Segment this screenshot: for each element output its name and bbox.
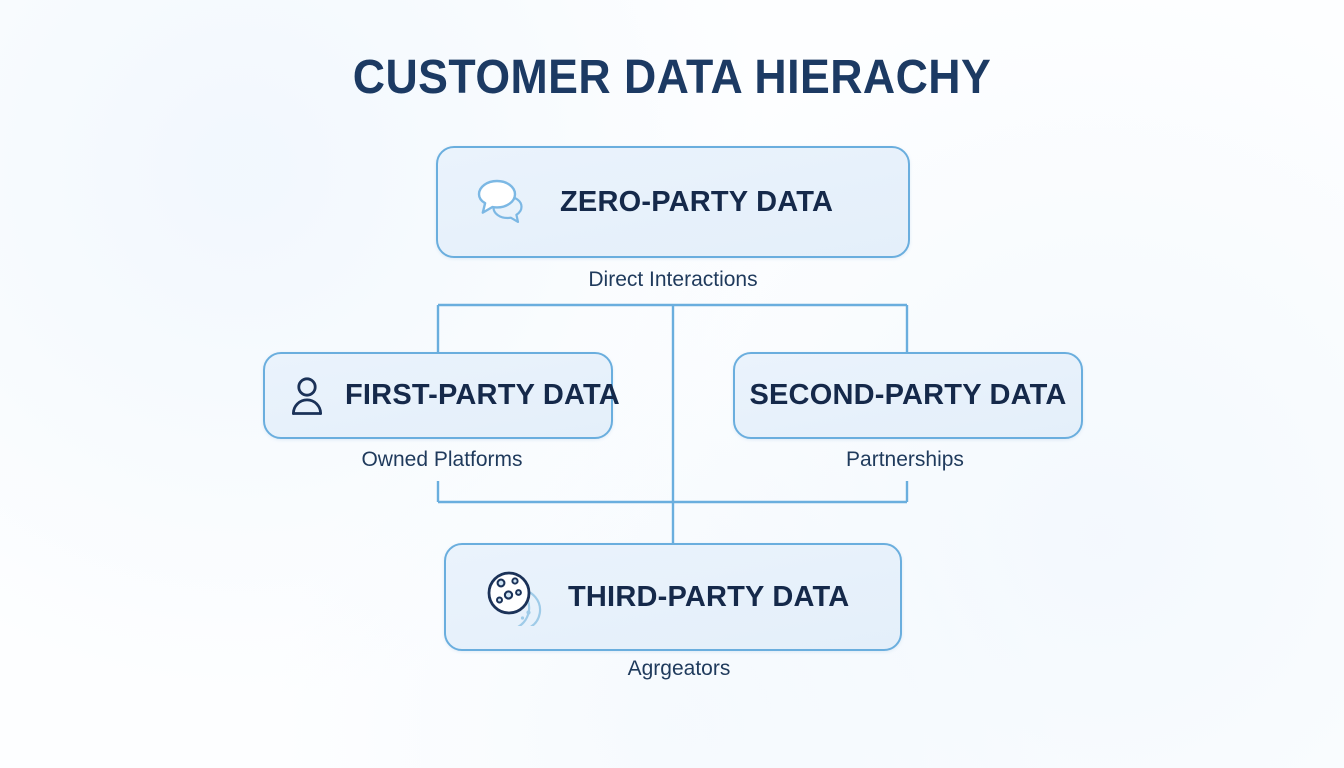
node-second-party-label: SECOND-PARTY DATA [749,379,1067,411]
node-second-party[interactable]: SECOND-PARTY DATA [733,352,1083,439]
node-zero-party-label: ZERO-PARTY DATA [560,185,834,218]
caption-zero-party: Direct Interactions [588,268,758,291]
person-icon [289,375,325,417]
node-third-party[interactable]: THIRD-PARTY DATA [444,543,902,651]
node-third-party-label: THIRD-PARTY DATA [568,580,850,613]
speech-bubbles-icon [474,175,532,229]
cookie-icon [484,568,544,626]
caption-first-party: Owned Platforms [361,448,523,471]
node-first-party[interactable]: FIRST-PARTY DATA [263,352,620,439]
node-first-party-label: FIRST-PARTY DATA [345,379,620,411]
caption-second-party: Partnerships [846,448,964,471]
page-title: CUSTOMER DATA HIERACHY [352,51,992,104]
caption-third-party: Agrgeators [627,657,731,680]
node-zero-party[interactable]: ZERO-PARTY DATA [436,146,910,258]
